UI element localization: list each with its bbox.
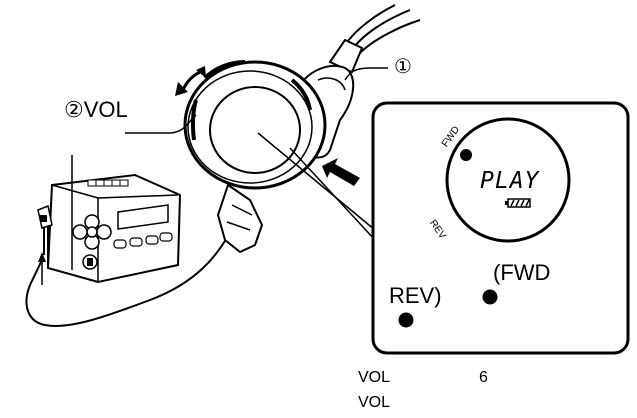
rev-big-dot (398, 312, 414, 328)
callout-line-lower (289, 147, 376, 241)
step1-leader-line (344, 67, 388, 81)
fwd-big-label: (FWD (493, 260, 551, 285)
vol-leader-line (125, 114, 197, 134)
cassette-player (37, 173, 182, 284)
side-up-arrow (38, 252, 46, 262)
fwd-indicator-dot (460, 149, 472, 161)
callout-line-upper (257, 132, 376, 231)
step2-vol-label: ②VOL (64, 97, 128, 122)
press-arrow-icon (322, 158, 360, 186)
battery-icon (505, 198, 531, 208)
vol-rotation-arrows (175, 66, 206, 96)
round-lcd (445, 117, 571, 243)
remote-to-player-cable (25, 214, 239, 327)
caption-number: 6 (479, 369, 488, 386)
lcd-status-text: PLAY (480, 168, 540, 194)
step1-label: ① (394, 56, 412, 78)
fwd-big-dot (482, 289, 498, 305)
remote-control (183, 60, 327, 190)
caption-vol-line1: VOL (358, 369, 391, 386)
lower-cable-sleeve (216, 183, 264, 254)
center-play-button (209, 86, 301, 174)
rev-big-label: REV) (389, 283, 442, 308)
caption-vol-line2: VOL (358, 394, 391, 411)
